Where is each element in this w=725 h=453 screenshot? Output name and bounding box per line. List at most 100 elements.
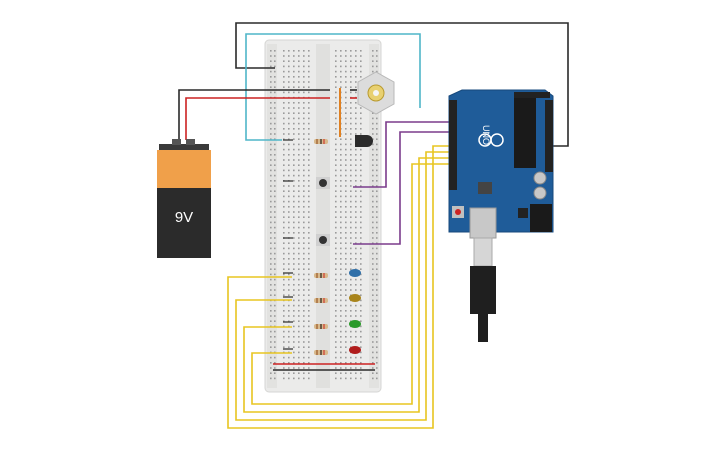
breadboard-hole: [340, 325, 342, 328]
breadboard-hole: [345, 159, 347, 161]
breadboard-hole: [288, 76, 290, 78]
breadboard-hole: [283, 55, 285, 57]
breadboard-hole: [293, 294, 295, 296]
led-red-icon: [349, 346, 361, 354]
breadboard-hole: [355, 315, 357, 317]
breadboard-hole: [350, 159, 352, 161]
breadboard-hole: [372, 336, 374, 338]
breadboard-hole: [288, 200, 290, 203]
breadboard-hole: [350, 284, 352, 286]
breadboard-hole: [335, 346, 337, 348]
breadboard-hole: [293, 346, 295, 348]
breadboard-hole: [372, 138, 374, 140]
breadboard-hole: [293, 284, 295, 286]
breadboard-hole: [288, 70, 290, 73]
wire-yellow-1: [227, 145, 449, 429]
breadboard-hole: [335, 263, 337, 265]
breadboard-hole: [376, 268, 378, 270]
breadboard-hole: [303, 221, 305, 224]
breadboard-hole: [283, 284, 285, 286]
breadboard-hole: [293, 128, 295, 130]
breadboard-hole: [376, 237, 378, 239]
breadboard-hole: [372, 258, 374, 260]
breadboard-hole: [360, 252, 362, 255]
breadboard-hole: [308, 143, 310, 146]
breadboard-hole: [270, 55, 272, 57]
breadboard-hole: [270, 263, 272, 265]
breadboard-hole: [274, 247, 276, 250]
breadboard-hole: [360, 50, 362, 52]
breadboard-hole: [298, 237, 300, 239]
breadboard-hole: [293, 252, 295, 255]
breadboard-hole: [270, 164, 272, 166]
breadboard-hole: [376, 346, 378, 348]
breadboard-hole: [274, 341, 276, 343]
breadboard-hole: [308, 206, 310, 208]
wire-yellow-2: [235, 151, 449, 421]
breadboard-hole: [376, 122, 378, 125]
breadboard-hole: [288, 315, 290, 317]
breadboard-hole: [345, 206, 347, 208]
led-green-icon: [349, 320, 361, 328]
breadboard-hole: [360, 299, 362, 302]
breadboard-hole: [303, 180, 305, 182]
breadboard-hole: [376, 278, 378, 281]
breadboard-hole: [340, 185, 342, 187]
breadboard-hole: [345, 60, 347, 62]
breadboard-hole: [308, 50, 310, 52]
resistor-led-4: [314, 350, 328, 355]
breadboard-hole: [360, 310, 362, 312]
breadboard-hole: [303, 107, 305, 109]
breadboard-hole: [355, 336, 357, 338]
breadboard-hole: [298, 341, 300, 343]
breadboard-hole: [376, 70, 378, 73]
breadboard-hole: [293, 76, 295, 78]
breadboard-hole: [355, 310, 357, 312]
breadboard-hole: [270, 86, 272, 88]
breadboard-hole: [350, 278, 352, 281]
breadboard-hole: [335, 221, 337, 224]
breadboard-hole: [293, 221, 295, 224]
breadboard-hole: [376, 169, 378, 172]
breadboard-hole: [274, 232, 276, 234]
breadboard-hole: [372, 195, 374, 198]
breadboard-hole: [288, 356, 290, 359]
breadboard-hole: [298, 325, 300, 328]
breadboard-hole: [298, 81, 300, 83]
breadboard-hole: [274, 362, 276, 364]
breadboard-hole: [298, 258, 300, 260]
breadboard-hole: [360, 164, 362, 166]
breadboard-hole: [303, 164, 305, 166]
breadboard-hole: [293, 237, 295, 239]
breadboard-hole: [355, 258, 357, 260]
breadboard-hole: [372, 299, 374, 302]
resistors: [314, 139, 328, 355]
breadboard-hole: [308, 336, 310, 338]
breadboard-hole: [360, 226, 362, 229]
breadboard-hole: [274, 91, 276, 94]
breadboard-hole: [298, 112, 300, 114]
breadboard-hole: [355, 377, 357, 380]
breadboard-hole: [270, 372, 272, 374]
breadboard-hole: [303, 174, 305, 177]
breadboard-hole: [335, 268, 337, 270]
breadboard-hole: [335, 70, 337, 73]
breadboard-hole: [288, 102, 290, 104]
breadboard-hole: [288, 91, 290, 94]
breadboard-hole: [372, 216, 374, 218]
breadboard-hole: [345, 356, 347, 359]
breadboard-hole: [298, 273, 300, 276]
breadboard-hole: [283, 107, 285, 109]
breadboard-hole: [335, 252, 337, 255]
breadboard-hole: [293, 336, 295, 338]
breadboard-hole: [298, 122, 300, 125]
breadboard-hole: [360, 190, 362, 192]
breadboard-hole: [270, 237, 272, 239]
breadboard-hole: [345, 299, 347, 302]
breadboard-hole: [283, 169, 285, 172]
breadboard-hole: [335, 60, 337, 62]
breadboard-hole: [360, 221, 362, 224]
breadboard-hole: [372, 330, 374, 333]
breadboard-hole: [360, 148, 362, 151]
breadboard-hole: [340, 294, 342, 296]
